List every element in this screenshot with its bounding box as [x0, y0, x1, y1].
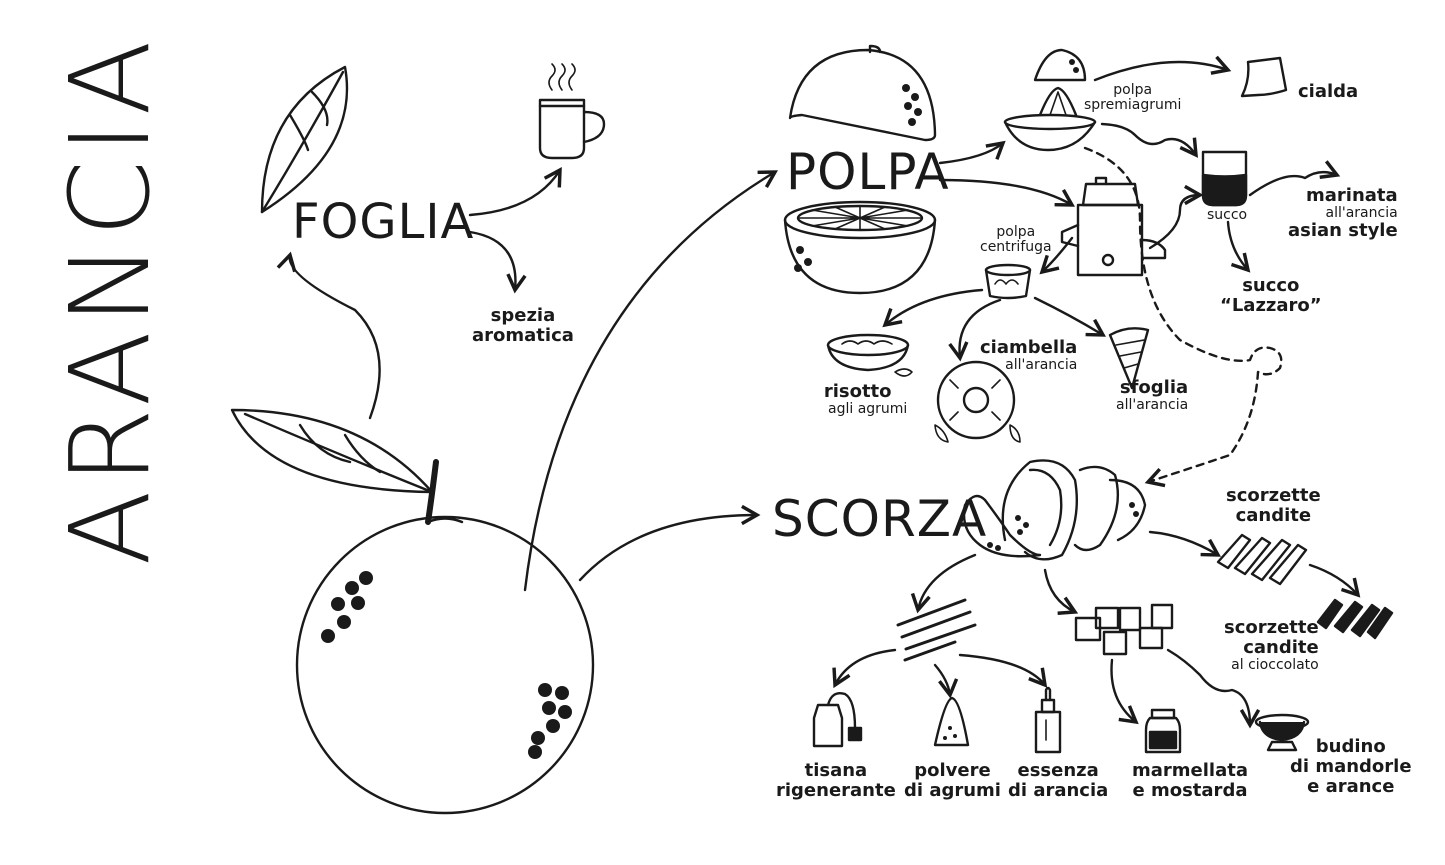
cone-pastry-icon [1108, 327, 1150, 390]
arrow-polpa-to-spremiagrumi [938, 140, 1006, 165]
ciambella-label: ciambella all'arancia [980, 337, 1078, 373]
spezia-aromatica-label: spezia aromatica [472, 305, 574, 346]
arrow-juicer-to-succo [1100, 122, 1198, 158]
arrow-succo-to-lazzaro [1226, 220, 1251, 273]
arrow-scorza-to-cubes [1043, 568, 1079, 615]
arrow-scorza-to-zest [910, 553, 977, 614]
pudding-bowl-icon [1254, 713, 1310, 752]
marmellata-label: marmellata e mostarda [1132, 760, 1248, 801]
scorza-heading: SCORZA [772, 490, 988, 548]
half-orange-top-icon [788, 44, 937, 142]
arrow-orange-to-polpa [523, 170, 778, 592]
candied-strips-icon [1216, 533, 1308, 586]
risotto-label: risotto agli agrumi [823, 381, 908, 417]
orange-icon [295, 459, 595, 815]
arrow-zest-to-polvere [933, 663, 959, 699]
arrow-juicer-to-cialda [1093, 55, 1232, 82]
sfoglia-label: sfoglia all'arancia [1116, 377, 1189, 413]
polpa-spremiagrumi-label: polpa spremiagrumi [1084, 82, 1182, 114]
half-orange-bottom-icon [783, 200, 937, 295]
budino-label: budino di mandorle e arance [1290, 736, 1412, 797]
powder-icon [933, 696, 970, 747]
polvere-label: polvere di agrumi [904, 760, 1001, 801]
essence-bottle-icon [1034, 686, 1062, 754]
arrow-zest-to-essenza [958, 653, 1048, 688]
succo-lazzaro-label: succo “Lazzaro” [1220, 275, 1322, 316]
arrow-pulp-to-sfoglia [1033, 296, 1106, 337]
juicer-icon [1003, 48, 1097, 152]
scorzette-candite-label: scorzette candite [1226, 485, 1321, 526]
succo-label: succo [1207, 207, 1248, 223]
tisana-label: tisana rigenerante [776, 760, 896, 801]
scorzette-cioccolato-label: scorzette candite al cioccolato [1224, 617, 1319, 673]
zest-strips-icon [896, 598, 977, 662]
arrow-cubes-to-budino [1166, 648, 1261, 729]
arrow-pulp-to-risotto [882, 288, 984, 328]
polpa-centrifuga-label: polpa centrifuga [980, 224, 1052, 256]
arrow-foglia-to-tea [468, 167, 562, 217]
centrifuge-icon [1060, 176, 1167, 277]
arrow-scorza-to-candite [1148, 530, 1221, 557]
arrow-centrifuge-to-succo [1148, 184, 1204, 250]
wafer-icon [1240, 56, 1288, 98]
arrow-pulp-to-ciambella [948, 298, 1002, 362]
tea-bag-icon [812, 691, 863, 748]
pulp-cup-icon [984, 263, 1032, 300]
chocolate-strips-icon [1316, 598, 1394, 640]
dashed-juicer-to-scorza [1083, 146, 1283, 488]
arrow-orange-to-scorza [578, 504, 761, 582]
tea-cup-icon [538, 63, 606, 160]
orange-leaf-icon [230, 408, 434, 494]
orange-peel-icon [962, 459, 1147, 561]
risotto-plate-icon [826, 333, 913, 377]
cialda-label: cialda [1298, 81, 1359, 102]
jam-jar-icon [1144, 708, 1182, 754]
glass-icon [1201, 150, 1248, 207]
arrow-candite-to-cioccolato [1308, 563, 1361, 598]
arrow-orange-to-foglia [276, 251, 381, 420]
essenza-label: essenza di arancia [1008, 760, 1109, 801]
marinata-label: marinata all'arancia asian style [1288, 185, 1398, 242]
arrow-cubes-to-marmellata [1110, 658, 1139, 725]
foglia-heading: FOGLIA [292, 194, 475, 250]
arrow-succo-to-marinata [1248, 160, 1341, 197]
polpa-heading: POLPA [786, 143, 950, 201]
arrow-polpa-to-centrifuga [938, 178, 1075, 207]
arrow-centrifuge-to-polpa-centrifuga [1039, 236, 1074, 275]
candied-cubes-icon [1074, 603, 1174, 656]
arrow-zest-to-tisana [832, 648, 897, 689]
page-title: ARANCIA [46, 34, 174, 566]
leaf-icon [260, 65, 349, 214]
arrow-foglia-to-spezia [468, 230, 527, 294]
ciambella-icon [934, 360, 1021, 443]
